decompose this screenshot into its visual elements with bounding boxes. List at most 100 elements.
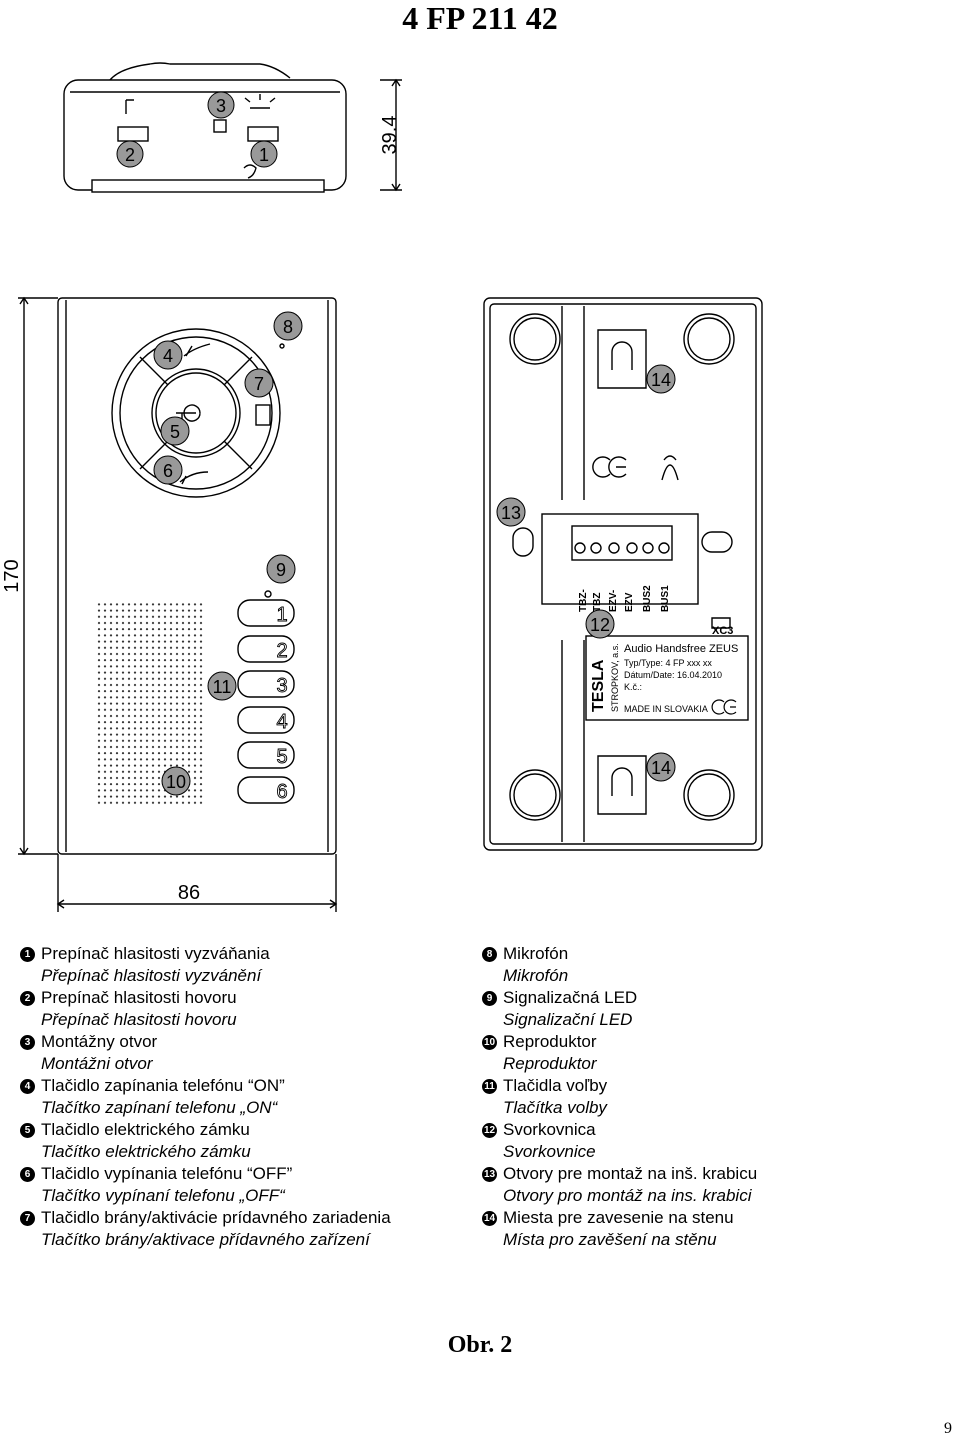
callout-10: 10 bbox=[161, 766, 191, 796]
legend-text-cz: Montážni otvor bbox=[41, 1054, 153, 1073]
svg-text:8: 8 bbox=[283, 317, 293, 337]
speaker-symbol-icon bbox=[125, 99, 134, 114]
keypad-label-4: 4 bbox=[276, 711, 287, 733]
gate-icon bbox=[255, 404, 271, 426]
legend-text-sk: Prepínač hlasitosti vyzváňania bbox=[41, 944, 270, 963]
legend-item: 11 Tlačidla voľby Tlačítka volby bbox=[482, 1075, 922, 1119]
keypad-button-5[interactable] bbox=[237, 741, 295, 769]
legend-text-cz: Tlačítko brány/aktivace přídavného zaříz… bbox=[41, 1230, 370, 1249]
legend-number: 1 bbox=[20, 947, 35, 962]
side-view bbox=[63, 62, 402, 193]
call-volume-switch[interactable] bbox=[247, 126, 279, 142]
keypad-label-2: 2 bbox=[276, 640, 287, 662]
keypad bbox=[237, 599, 295, 804]
rating-plate bbox=[585, 635, 749, 721]
legend-text-sk: Signalizačná LED bbox=[503, 988, 638, 1007]
keypad-label-3: 3 bbox=[276, 675, 287, 697]
legend-item: 10 Reproduktor Reproduktor bbox=[482, 1031, 922, 1075]
dimension-width: 86 bbox=[178, 882, 200, 904]
legend-item: 14 Miesta pre zavesenie na stenu Místa p… bbox=[482, 1207, 922, 1251]
legend-item: 8 Mikrofón Mikrofón bbox=[482, 943, 922, 987]
legend-number: 10 bbox=[482, 1035, 497, 1050]
ring-volume-switch[interactable] bbox=[117, 126, 149, 142]
legend-number: 14 bbox=[482, 1211, 497, 1226]
mounting-slot-right bbox=[701, 531, 733, 553]
plate-company: STROPKOV, a.s. bbox=[610, 643, 620, 712]
legend-number: 13 bbox=[482, 1167, 497, 1182]
mounting-slot-left bbox=[512, 527, 534, 557]
legend-text-cz: Reproduktor bbox=[503, 1054, 597, 1073]
keypad-button-3[interactable] bbox=[237, 670, 295, 698]
callout-3: 3 bbox=[207, 91, 235, 119]
legend-text-sk: Tlačidlo brány/aktivácie prídavného zari… bbox=[41, 1208, 391, 1227]
legend-text-sk: Svorkovnica bbox=[503, 1120, 596, 1139]
legend-text-cz: Signalizační LED bbox=[503, 1010, 633, 1029]
legend-item: 2 Prepínač hlasitosti hovoru Přepínač hl… bbox=[20, 987, 460, 1031]
legend-item: 9 Signalizačná LED Signalizační LED bbox=[482, 987, 922, 1031]
legend-item: 5 Tlačidlo elektrického zámku Tlačítko e… bbox=[20, 1119, 460, 1163]
legend-text-sk: Prepínač hlasitosti hovoru bbox=[41, 988, 237, 1007]
callout-12: 12 bbox=[585, 609, 615, 639]
svg-text:14: 14 bbox=[651, 758, 671, 778]
legend-text-sk: Miesta pre zavesenie na stenu bbox=[503, 1208, 734, 1227]
microphone-hole bbox=[279, 343, 285, 349]
svg-text:14: 14 bbox=[651, 370, 671, 390]
legend-text-sk: Mikrofón bbox=[503, 944, 569, 963]
phone-on-icon bbox=[183, 343, 211, 357]
legend-text-sk: Tlačidlo elektrického zámku bbox=[41, 1120, 250, 1139]
front-view bbox=[18, 296, 338, 912]
callout-6: 6 bbox=[153, 455, 183, 485]
svg-text:7: 7 bbox=[254, 374, 264, 394]
legend-item: 3 Montážny otvor Montážni otvor bbox=[20, 1031, 460, 1075]
terminal-label-tbz-neg: TBZ- bbox=[578, 589, 589, 612]
keypad-button-1[interactable] bbox=[237, 599, 295, 627]
legend-item: 7 Tlačidlo brány/aktivácie prídavného za… bbox=[20, 1207, 460, 1251]
legend-text-cz: Tlačítko zapínaní telefonu „ON“ bbox=[41, 1098, 278, 1117]
bell-symbol-icon bbox=[244, 94, 276, 109]
callout-2: 2 bbox=[116, 140, 144, 168]
legend-text-cz: Tlačítka volby bbox=[503, 1098, 607, 1117]
svg-text:10: 10 bbox=[166, 772, 186, 792]
svg-text:5: 5 bbox=[170, 422, 180, 442]
document-title: 4 FP 211 42 bbox=[402, 0, 558, 36]
svg-text:3: 3 bbox=[216, 96, 226, 116]
mounting-hole bbox=[213, 119, 227, 133]
callout-7: 7 bbox=[244, 368, 274, 398]
terminal-label-ezv: EZV bbox=[624, 592, 635, 612]
svg-text:11: 11 bbox=[213, 677, 232, 697]
svg-text:12: 12 bbox=[590, 615, 610, 635]
terminal-id: XC3 bbox=[712, 625, 733, 637]
legend-number: 8 bbox=[482, 947, 497, 962]
legend-text-cz: Tlačítko elektrického zámku bbox=[41, 1142, 251, 1161]
plate-product: Audio Handsfree ZEUS bbox=[624, 643, 738, 655]
legend-item: 4 Tlačidlo zapínania telefónu “ON” Tlačí… bbox=[20, 1075, 460, 1119]
terminal-block bbox=[541, 513, 699, 605]
keypad-label-5: 5 bbox=[276, 746, 287, 768]
legend-text-sk: Montážny otvor bbox=[41, 1032, 158, 1051]
keypad-button-4[interactable] bbox=[237, 706, 295, 734]
keypad-button-6[interactable] bbox=[237, 776, 295, 804]
svg-text:9: 9 bbox=[276, 560, 286, 580]
keypad-label-1: 1 bbox=[276, 604, 287, 626]
tesla-logo-icon bbox=[661, 455, 679, 481]
svg-text:1: 1 bbox=[259, 145, 269, 165]
callout-14-top: 14 bbox=[646, 364, 676, 394]
legend-text-sk: Tlačidla voľby bbox=[503, 1076, 608, 1095]
legend-item: 13 Otvory pre montaž na inš. krabicu Otv… bbox=[482, 1163, 922, 1207]
ce-mark-icon bbox=[592, 456, 627, 478]
svg-text:13: 13 bbox=[501, 503, 521, 523]
dimension-height-front: 170 bbox=[1, 559, 23, 592]
terminal-label-bus2: BUS2 bbox=[642, 585, 653, 612]
plate-ce-icon bbox=[711, 699, 737, 715]
legend-text-cz: Svorkovnice bbox=[503, 1142, 596, 1161]
legend-left: 1 Prepínač hlasitosti vyzváňania Přepína… bbox=[20, 943, 460, 1251]
callout-9: 9 bbox=[266, 554, 296, 584]
legend-number: 4 bbox=[20, 1079, 35, 1094]
keypad-button-2[interactable] bbox=[237, 635, 295, 663]
legend-text-cz: Přepínač hlasitosti hovoru bbox=[41, 1010, 237, 1029]
legend-text-sk: Tlačidlo zapínania telefónu “ON” bbox=[41, 1076, 285, 1095]
plate-date: Dátum/Date: 16.04.2010 bbox=[624, 670, 722, 680]
wall-hanger-bottom bbox=[597, 755, 647, 815]
legend-number: 7 bbox=[20, 1211, 35, 1226]
legend-text-cz: Přepínač hlasitosti vyzvánění bbox=[41, 966, 262, 985]
